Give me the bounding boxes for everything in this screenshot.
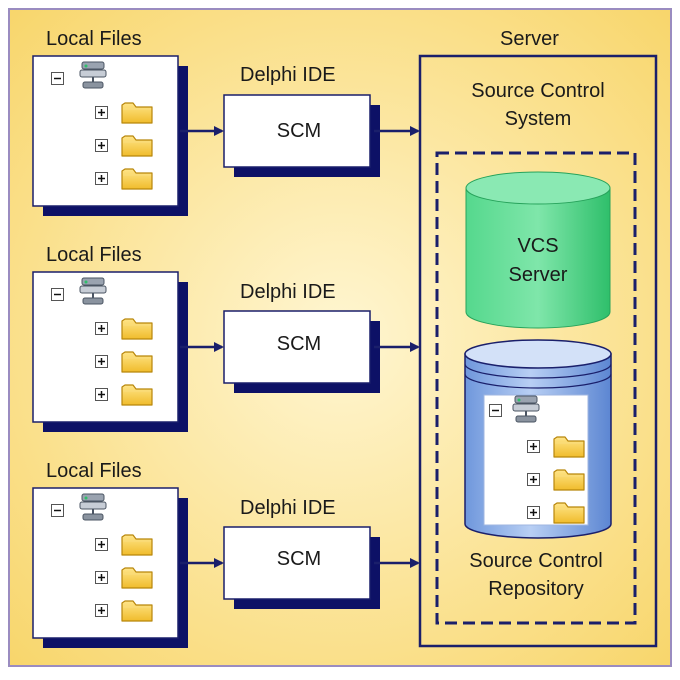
plus-box-icon — [95, 538, 108, 551]
delphi-ide-label-3: Delphi IDE — [240, 497, 336, 519]
vcs-server-label-line1: VCS — [517, 235, 559, 257]
folder-icon — [121, 600, 153, 622]
scm-box — [223, 94, 371, 168]
source-control-system-box — [435, 151, 637, 625]
minus-box-icon — [51, 72, 64, 85]
plus-box-icon — [95, 571, 108, 584]
vcs-server-cylinder — [465, 187, 611, 329]
minus-box-icon — [51, 504, 64, 517]
plus-box-icon — [527, 440, 540, 453]
folder-icon — [121, 567, 153, 589]
folder-icon — [121, 351, 153, 373]
folder-icon — [121, 102, 153, 124]
plus-box-icon — [95, 388, 108, 401]
server-box — [418, 54, 658, 648]
network-server-icon — [79, 61, 107, 89]
repository-cylinder-ring — [464, 363, 612, 379]
folder-icon — [121, 534, 153, 556]
server-title: Server — [500, 28, 559, 50]
folder-icon — [553, 502, 585, 524]
folder-icon — [121, 384, 153, 406]
repository-label-line1: Source Control — [469, 550, 603, 572]
plus-box-icon — [95, 355, 108, 368]
source-control-system-label-line1: Source Control — [471, 80, 605, 102]
network-server-icon — [512, 395, 540, 423]
local-files-title-3: Local Files — [46, 460, 142, 482]
repository-cylinder-ring — [464, 373, 612, 389]
scm-label-2: SCM — [276, 333, 322, 355]
delphi-ide-label-1: Delphi IDE — [240, 64, 336, 86]
minus-box-icon — [51, 288, 64, 301]
network-server-icon — [79, 493, 107, 521]
scm-label-3: SCM — [276, 548, 322, 570]
folder-icon — [121, 135, 153, 157]
delphi-ide-label-2: Delphi IDE — [240, 281, 336, 303]
plus-box-icon — [95, 322, 108, 335]
network-server-icon — [79, 277, 107, 305]
plus-box-icon — [527, 473, 540, 486]
scm-label-1: SCM — [276, 120, 322, 142]
repository-cylinder-top — [464, 339, 612, 369]
plus-box-icon — [95, 172, 108, 185]
vcs-server-label-line2: Server — [508, 264, 568, 286]
plus-box-icon — [527, 506, 540, 519]
plus-box-icon — [95, 106, 108, 119]
folder-icon — [121, 168, 153, 190]
local-files-title-1: Local Files — [46, 28, 142, 50]
plus-box-icon — [95, 604, 108, 617]
folder-icon — [553, 469, 585, 491]
scm-box — [223, 310, 371, 384]
repository-label-line2: Repository — [488, 578, 584, 600]
local-files-title-2: Local Files — [46, 244, 142, 266]
folder-icon — [553, 436, 585, 458]
source-control-system-label-line2: System — [504, 108, 572, 130]
folder-icon — [121, 318, 153, 340]
vcs-server-cylinder-top — [465, 171, 611, 205]
scm-box — [223, 526, 371, 600]
minus-box-icon — [489, 404, 502, 417]
plus-box-icon — [95, 139, 108, 152]
